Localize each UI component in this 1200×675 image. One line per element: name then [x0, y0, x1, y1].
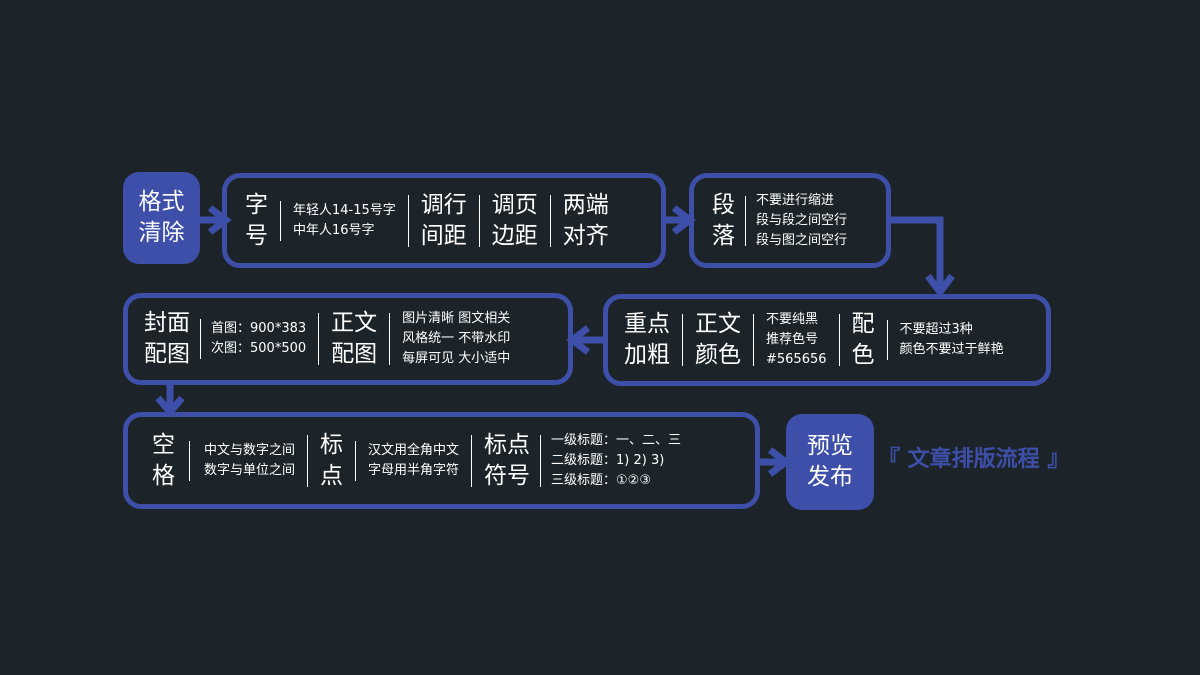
divider — [280, 200, 281, 241]
space-label: 空 格 — [152, 431, 175, 489]
divider — [307, 434, 309, 487]
arrow-3 — [890, 216, 944, 290]
heading-symbol-label: 标点 符号 — [484, 431, 531, 489]
diagram-title: 『 文章排版流程 』 — [878, 447, 1070, 472]
font-layout-box: 字 号 年轻人14-15号字 中年人16号字 调行 间距 调页 边距 两端 对齐 — [222, 173, 666, 268]
punctuation-label: 标 点 — [320, 431, 344, 489]
divider — [200, 319, 201, 359]
divider — [745, 195, 746, 246]
cover-image-note: 首图：900*383 次图：500*500 — [211, 321, 307, 356]
paragraph-label: 段 落 — [712, 191, 735, 249]
font-size-note: 年轻人14-15号字 中年人16号字 — [293, 202, 396, 238]
paragraph-note: 不要进行缩进 段与段之间空行 段与图之间空行 — [756, 192, 848, 248]
color-scheme-label: 配 色 — [851, 311, 875, 368]
preview-publish-text: 预览 发布 — [807, 433, 853, 490]
divider — [549, 194, 551, 247]
divider — [540, 434, 542, 487]
divider — [471, 434, 473, 487]
emphasis-label: 重点 加粗 — [624, 311, 670, 368]
page-margin-label: 调页 边距 — [491, 191, 538, 249]
divider — [682, 314, 683, 366]
color-scheme-note: 不要超过3种 颜色不要过于鲜艳 — [899, 322, 1004, 357]
format-clear-text: 格式 清除 — [138, 189, 185, 246]
text-color-label: 正文 颜色 — [695, 311, 741, 368]
divider — [407, 194, 409, 247]
divider — [189, 440, 190, 481]
paragraph-box: 段 落 不要进行缩进 段与段之间空行 段与图之间空行 — [689, 173, 891, 268]
space-note: 中文与数字之间 数字与单位之间 — [204, 442, 296, 478]
text-color-note: 不要纯黑 推荐色号 #565656 — [766, 312, 827, 367]
justify-label: 两端 对齐 — [562, 191, 609, 249]
emphasis-color-box: 重点 加粗 正文 颜色 不要纯黑 推荐色号 #565656 配 色 不要超过3种… — [603, 294, 1051, 386]
divider — [753, 314, 754, 366]
body-image-note: 图片清晰 图文相关 风格统一 不带水印 每屏可见 大小适中 — [402, 311, 511, 366]
divider — [389, 313, 391, 365]
divider — [478, 194, 480, 247]
divider — [886, 320, 888, 360]
divider — [355, 440, 357, 481]
line-spacing-label: 调行 间距 — [420, 191, 467, 249]
arrow-3-head — [925, 273, 955, 298]
spacing-punctuation-box: 空 格 中文与数字之间 数字与单位之间 标 点 汉文用全角中文 字母用半角字符 … — [123, 412, 760, 509]
punctuation-note: 汉文用全角中文 字母用半角字符 — [368, 442, 460, 478]
heading-symbol-note: 一级标题：一、二、三 二级标题：1) 2) 3) 三级标题：①②③ — [551, 432, 682, 488]
body-image-label: 正文 配图 — [331, 310, 378, 367]
format-clear-node: 格式 清除 — [123, 172, 200, 264]
divider — [838, 314, 840, 366]
divider — [318, 313, 320, 365]
images-box: 封面 配图 首图：900*383 次图：500*500 正文 配图 图片清晰 图… — [123, 293, 573, 385]
cover-image-label: 封面 配图 — [144, 310, 190, 367]
preview-publish-node: 预览 发布 — [786, 414, 874, 510]
font-size-label: 字 号 — [245, 191, 268, 249]
